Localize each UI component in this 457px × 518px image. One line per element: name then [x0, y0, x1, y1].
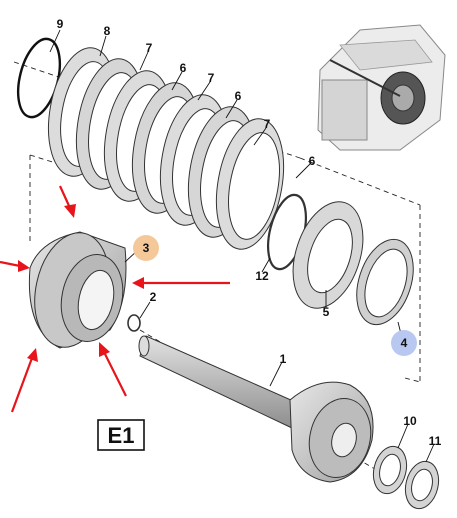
callout-10: 10	[403, 414, 417, 428]
callout-4-highlight	[391, 330, 417, 356]
arrow-icon	[0, 260, 30, 272]
section-label: E1	[108, 423, 135, 448]
arrow-icon	[10, 348, 38, 413]
callout-3: 3	[143, 241, 150, 255]
plate-5	[292, 201, 364, 309]
disc-6c	[215, 118, 285, 250]
arrow-icon	[132, 277, 230, 289]
arrow-icon	[99, 342, 127, 397]
red-arrows	[0, 185, 230, 413]
clutch-disc-stack	[48, 47, 285, 250]
shaft-1	[138, 335, 374, 483]
callout-2: 2	[150, 290, 157, 304]
leader-lines	[49, 29, 435, 463]
callout-7a: 7	[146, 41, 153, 55]
callout-8: 8	[104, 24, 111, 38]
callout-4: 4	[401, 336, 408, 350]
callout-11: 11	[429, 434, 442, 448]
washer-2	[127, 314, 141, 332]
callout-9: 9	[57, 17, 64, 31]
callout-5: 5	[323, 305, 330, 319]
callout-3-highlight	[133, 235, 159, 261]
ring-11-bore	[411, 468, 433, 502]
callout-6b: 6	[235, 89, 242, 103]
callout-1: 1	[280, 352, 287, 366]
callout-6a: 6	[180, 61, 187, 75]
callout-7c: 7	[264, 117, 271, 131]
gearbox-thumbnail-icon	[317, 24, 446, 151]
arrow-icon	[58, 185, 76, 218]
section-label-box	[97, 419, 145, 451]
ring-10-bore	[379, 453, 401, 487]
ring-4	[356, 238, 414, 326]
callout-6c: 6	[309, 154, 316, 168]
callout-7b: 7	[208, 71, 215, 85]
clutch-drum-3	[28, 231, 127, 349]
callout-12: 12	[255, 269, 269, 283]
